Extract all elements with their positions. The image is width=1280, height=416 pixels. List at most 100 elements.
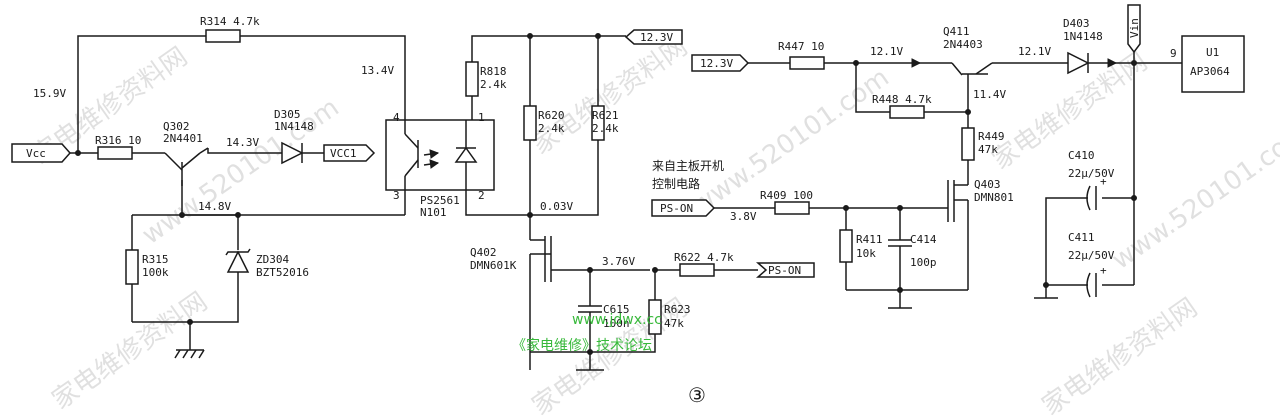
v12-top-port — [624, 29, 683, 45]
c410-ref: C410 — [1068, 149, 1095, 162]
q411-ref: Q411 — [943, 25, 970, 38]
c615-ref: C615 — [603, 303, 630, 316]
watermark-layer: 家电维修资料网 www.520101.com 家电维修资料网 家电维修资料网 w… — [27, 32, 1280, 416]
r447-resistor — [789, 56, 825, 70]
c411-plus: + — [1100, 264, 1107, 277]
r411-resistor — [839, 229, 853, 263]
r315-resistor — [125, 249, 139, 285]
c410-plus: + — [1100, 175, 1107, 188]
optocoupler-section: 13.4V 4 3 1 2 PS2561 N101 — [361, 64, 495, 219]
ps2561-ref: PS2561 — [420, 194, 460, 207]
q402-value: DMN601K — [470, 259, 517, 272]
q403-ref: Q403 — [974, 178, 1001, 191]
r622-resistor — [679, 263, 715, 277]
v12-left-port — [691, 54, 750, 72]
u1-ic — [1181, 35, 1245, 93]
pson-mid-port — [756, 262, 815, 278]
r448-resistor — [889, 105, 925, 119]
watermark-text: www.520101.com — [137, 93, 345, 251]
watermark-text: 家电维修资料网 — [47, 287, 213, 416]
vcc1-port — [323, 144, 376, 162]
left-section: Vcc R314 4.7k 15.9V R316 10 Q302 2N4401 … — [11, 15, 406, 359]
wire — [240, 35, 406, 120]
wire — [404, 133, 419, 149]
wire — [70, 35, 206, 154]
wire — [1045, 197, 1088, 298]
c411-ref: C411 — [1068, 231, 1095, 244]
wire — [855, 63, 890, 113]
r622-label: R622 4.7k — [674, 251, 734, 264]
r621-value: 2.4k — [592, 122, 619, 135]
zd304-cathode — [225, 248, 251, 256]
v12-left-label: 12.3V — [700, 57, 733, 70]
wire — [404, 159, 419, 177]
arrow-icon — [1107, 58, 1118, 68]
c411-value: 22μ/50V — [1068, 249, 1115, 262]
r448-label: R448 4.7k — [872, 93, 932, 106]
d403-value: 1N4148 — [1063, 30, 1103, 43]
c410-value: 22μ/50V — [1068, 167, 1115, 180]
d305-ref: D305 — [274, 108, 301, 121]
c414-ref: C414 — [910, 233, 937, 246]
voltage-label: 12.1V — [870, 45, 903, 58]
r621-ref: R621 — [592, 109, 619, 122]
wire — [132, 272, 239, 323]
q403-value: DMN801 — [974, 191, 1014, 204]
pin-label: 9 — [1170, 47, 1177, 60]
wire — [207, 148, 282, 154]
r314-resistor — [205, 29, 241, 43]
voltage-label: 11.4V — [973, 88, 1006, 101]
v12-top-label: 12.3V — [640, 31, 673, 44]
zd304-ref: ZD304 — [256, 253, 289, 266]
pin-label: 4 — [393, 111, 400, 124]
zd304-value: BZT52016 — [256, 266, 309, 279]
q403-mosfet — [900, 180, 969, 290]
junction-dot — [1043, 282, 1049, 288]
d305-value: 1N4148 — [274, 120, 314, 133]
r620-value: 2.4k — [538, 122, 565, 135]
source-note: 来自主板开机 — [652, 159, 724, 173]
chassis-ground-icon — [174, 349, 205, 359]
r623-ref: R623 — [664, 303, 691, 316]
r449-ref: R449 — [978, 130, 1005, 143]
voltage-label: 3.76V — [602, 255, 635, 268]
wire — [423, 162, 439, 166]
c615-value: 100n — [603, 317, 630, 330]
r623-value: 47k — [664, 317, 684, 330]
wire — [471, 35, 626, 62]
figure-number: ③ — [688, 383, 706, 407]
vcc1-port-label: VCC1 — [330, 147, 357, 160]
r316-resistor — [97, 146, 133, 160]
vcc-port-label: Vcc — [26, 147, 46, 160]
wire — [164, 152, 183, 171]
q302-value: 2N4401 — [163, 132, 203, 145]
r818-ref: R818 — [480, 65, 507, 78]
middle-section: 12.3V R818 2.4k R620 2.4k R621 2.4k 0.03… — [465, 29, 815, 407]
pson-left-port — [651, 199, 716, 217]
d403-diode — [1067, 51, 1090, 75]
zd304-zener — [226, 250, 250, 273]
source-note: 控制电路 — [652, 176, 700, 191]
voltage-label: 13.4V — [361, 64, 394, 77]
site-url: www.jdwx.cc — [572, 312, 662, 328]
q411-transistor — [951, 62, 993, 130]
pin-label: 1 — [478, 111, 485, 124]
wire — [530, 334, 656, 353]
r409-label: R409 100 — [760, 189, 813, 202]
pson-left-label: PS-ON — [660, 202, 693, 215]
q402-mosfet — [529, 236, 650, 370]
watermark-text: 家电维修资料网 — [1037, 293, 1203, 416]
vcc-port — [11, 143, 72, 163]
ps2561-value: N101 — [420, 206, 447, 219]
r314-label: R314 4.7k — [200, 15, 260, 28]
pin-label: 2 — [478, 189, 485, 202]
right-section: 12.3V R447 10 12.1V R448 4.7k Q411 2N440… — [651, 4, 1245, 309]
r449-resistor — [961, 127, 975, 161]
r315-value: 100k — [142, 266, 169, 279]
junction-dot — [587, 349, 593, 355]
q302-transistor — [164, 147, 209, 215]
u1-ref: U1 — [1206, 46, 1219, 59]
site-forum: 《家电维修》技术论坛 — [512, 337, 652, 354]
r449-value: 47k — [978, 143, 998, 156]
